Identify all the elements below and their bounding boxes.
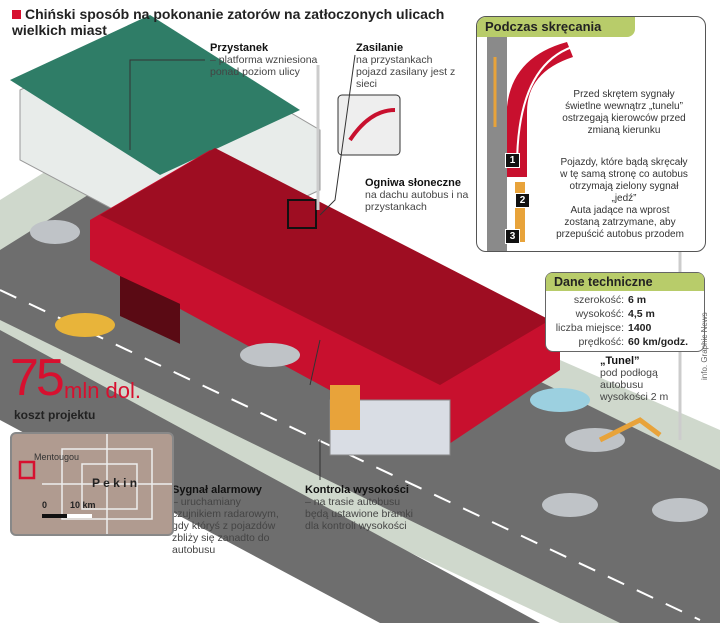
label-sygnal: Sygnał alarmowy– uruchamiany czujnikiem … bbox=[172, 484, 292, 556]
turning-diagram bbox=[487, 37, 573, 251]
label-text: – uruchamiany czujnikiem radarowym, gdy … bbox=[172, 496, 279, 556]
label-text: pod podłogą autobusu wysokości 2 m bbox=[600, 367, 669, 403]
map-streets bbox=[18, 434, 172, 534]
beijing-map: Mentougou P e k i n 0 10 km bbox=[10, 432, 174, 536]
solar-roof bbox=[10, 15, 300, 175]
label-text: na przystankach pojazd zasilany jest z s… bbox=[356, 54, 456, 90]
label-text: na dachu autobus i na przystankach bbox=[365, 189, 469, 213]
cost-value: 75 bbox=[10, 349, 65, 407]
car bbox=[55, 313, 115, 337]
step-number: 2 bbox=[515, 193, 530, 208]
tech-key: prędkość: bbox=[578, 336, 624, 348]
map-district: Mentougou bbox=[34, 452, 80, 462]
tech-title: Dane techniczne bbox=[546, 273, 704, 291]
tech-value: 60 km/godz. bbox=[628, 336, 689, 348]
technical-data: Dane techniczne szerokość: 6 m wysokość: 4… bbox=[545, 272, 705, 352]
credit: info. Graphic News bbox=[700, 312, 709, 380]
car bbox=[530, 388, 590, 412]
step-text: Przed skrętem sygnały świetlne wewnątrz … bbox=[562, 89, 686, 136]
cost-unit: mln dol. bbox=[64, 378, 142, 403]
step-text: Pojazdy, które bądą skręcały w tę samą s… bbox=[560, 157, 688, 204]
label-title: Zasilanie bbox=[356, 42, 404, 54]
car bbox=[30, 220, 80, 244]
tech-key: wysokość: bbox=[575, 308, 624, 320]
turning-inset: Podczas skręcania 1 2 3 Przed skrętem sy… bbox=[476, 16, 706, 252]
district-highlight bbox=[18, 460, 36, 480]
step-number: 1 bbox=[505, 153, 520, 168]
tech-value: 6 m bbox=[628, 294, 647, 306]
car bbox=[652, 498, 708, 522]
tech-key: szerokość: bbox=[573, 294, 624, 306]
label-przystanek: Przystanek– platforma wzniesiona ponad p… bbox=[210, 42, 320, 78]
tech-key: liczba miejsce: bbox=[555, 322, 624, 334]
label-title: Przystanek bbox=[210, 42, 269, 54]
label-title: Kontrola wysokości bbox=[305, 484, 409, 496]
cost-label: koszt projektu bbox=[14, 408, 96, 422]
tech-row: liczba miejsce: 1400 bbox=[546, 321, 704, 335]
detail-frame bbox=[287, 199, 317, 229]
scale-end: 10 km bbox=[70, 500, 96, 510]
page-title: Chiński sposób na pokonanie zatorów na z… bbox=[12, 6, 482, 38]
title-marker bbox=[12, 10, 21, 19]
road-lower bbox=[0, 330, 540, 623]
step-text: Auta jadące na wprost zostaną zatrzymane… bbox=[556, 205, 684, 240]
label-text: – platforma wzniesiona ponad poziom ulic… bbox=[210, 54, 318, 78]
tech-value: 1400 bbox=[628, 322, 652, 334]
tech-row: szerokość: 6 m bbox=[546, 293, 704, 307]
inset-title: Podczas skręcania bbox=[477, 17, 635, 37]
label-tunel: „Tunel”pod podłogą autobusu wysokości 2 … bbox=[600, 355, 680, 403]
label-title: „Tunel” bbox=[600, 355, 640, 367]
label-title: Sygnał alarmowy bbox=[172, 484, 262, 496]
tech-row: wysokość: 4,5 m bbox=[546, 307, 704, 321]
tech-value: 4,5 m bbox=[628, 308, 655, 320]
height-gate bbox=[598, 417, 662, 443]
title-text: Chiński sposób na pokonanie zatorów na z… bbox=[12, 6, 445, 38]
map-city: P e k i n bbox=[92, 476, 138, 490]
label-text: – na trasie autobusu będą ustawione bram… bbox=[305, 496, 413, 532]
car bbox=[542, 493, 598, 517]
power-detail bbox=[337, 94, 401, 156]
step-number: 3 bbox=[505, 229, 520, 244]
tech-row: prędkość: 60 km/godz. bbox=[546, 335, 704, 349]
label-title: Ogniwa słoneczne bbox=[365, 177, 461, 189]
car bbox=[240, 343, 300, 367]
scale-start: 0 bbox=[42, 500, 48, 510]
label-kontrola: Kontrola wysokości– na trasie autobusu b… bbox=[305, 484, 425, 532]
